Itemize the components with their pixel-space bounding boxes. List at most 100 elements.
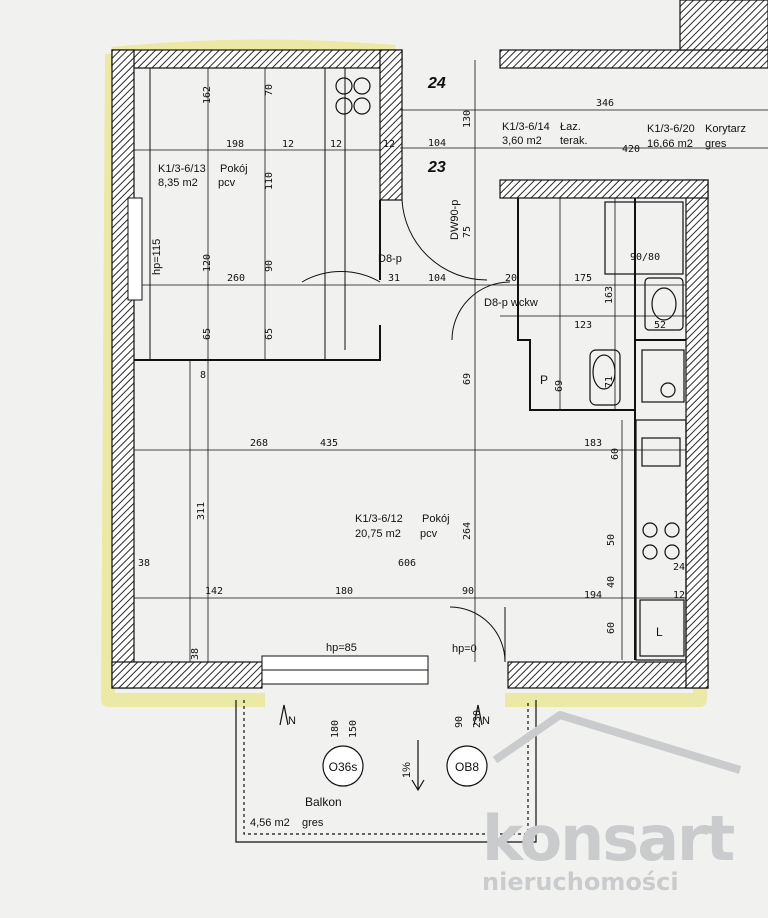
room-name-3: Łaz. bbox=[560, 121, 581, 133]
slope-label: 1% bbox=[401, 762, 413, 778]
dim-text: 123 bbox=[574, 320, 592, 331]
dim-text: 75 bbox=[462, 226, 473, 238]
dim-text: 8 bbox=[200, 370, 206, 381]
dim-text: 268 bbox=[250, 438, 268, 449]
room-name-1: Pokój bbox=[220, 163, 248, 175]
north-label-1: N bbox=[288, 715, 296, 727]
unit-number-23: 23 bbox=[427, 159, 446, 176]
partitions bbox=[134, 68, 686, 660]
dim-text: 162 bbox=[202, 86, 213, 104]
wall-top-right bbox=[499, 49, 768, 69]
dim-text: 60 bbox=[610, 448, 621, 460]
dim-text: 104 bbox=[428, 138, 446, 149]
door-bath bbox=[451, 281, 511, 341]
fridge-label: L bbox=[656, 625, 663, 639]
window-tag-3: hp=0 bbox=[452, 643, 477, 655]
dim-text: 50 bbox=[606, 534, 617, 546]
dim-text: 90 bbox=[454, 716, 465, 728]
dim-text: 31 bbox=[388, 273, 400, 284]
balcony bbox=[235, 700, 537, 843]
room-labels: K1/3-6/13 Pokój 8,35 m2 pcv K1/3-6/12 Po… bbox=[158, 121, 746, 829]
wall-highlight bbox=[101, 39, 707, 707]
north-label-2: N bbox=[482, 715, 490, 727]
room-area-3: 3,60 m2 bbox=[502, 135, 542, 147]
north-arrow-1 bbox=[279, 704, 289, 726]
room-name-5: Balkon bbox=[305, 795, 342, 809]
room-name-2: Pokój bbox=[422, 513, 450, 525]
dim-text: 65 bbox=[264, 328, 275, 340]
door-balcony bbox=[449, 606, 506, 663]
north-arrow-2 bbox=[473, 704, 483, 726]
fridge bbox=[639, 599, 685, 657]
window-tag-1: hp=115 bbox=[151, 239, 163, 275]
wall-bottom-left bbox=[111, 661, 263, 689]
room-floor-2: pcv bbox=[420, 528, 438, 540]
dim-text: 150 bbox=[348, 720, 359, 738]
toilet-cistern bbox=[589, 349, 621, 406]
wall-bottom-right bbox=[507, 661, 709, 689]
dim-text: 142 bbox=[205, 586, 223, 597]
dimension-numbers: 162 70 198 12 12 12 110 120 260 90 65 65… bbox=[138, 84, 685, 738]
dim-text: 420 bbox=[622, 144, 640, 155]
dim-text: 346 bbox=[596, 98, 614, 109]
watermark-brand: konsart bbox=[482, 802, 735, 875]
watermark: konsart nieruchomości bbox=[482, 711, 742, 896]
door-room-small bbox=[301, 271, 381, 283]
dim-text: 180 bbox=[335, 586, 353, 597]
dim-text: 71 bbox=[604, 376, 615, 388]
dimension-lines bbox=[134, 60, 768, 662]
room-floor-1: pcv bbox=[218, 177, 236, 189]
toilet-bowl bbox=[592, 354, 616, 390]
dim-text: 90/80 bbox=[630, 252, 660, 263]
room-code-1: K1/3-6/13 bbox=[158, 163, 206, 175]
door-tag-3: DW90-p bbox=[449, 200, 461, 240]
dim-text: 12 bbox=[282, 139, 294, 150]
dim-text: 198 bbox=[226, 139, 244, 150]
dim-text: 194 bbox=[584, 590, 602, 601]
dim-text: 130 bbox=[462, 110, 473, 128]
watermark-roof-icon bbox=[492, 711, 742, 774]
window-left bbox=[127, 197, 143, 301]
wall-top-corner bbox=[679, 0, 768, 51]
dim-text: 70 bbox=[264, 84, 275, 96]
markers bbox=[322, 745, 488, 787]
kitchen-sink bbox=[641, 437, 681, 467]
wall-left bbox=[111, 49, 135, 689]
dim-text: 69 bbox=[554, 380, 565, 392]
dim-text: 435 bbox=[320, 438, 338, 449]
dim-text: 120 bbox=[202, 254, 213, 272]
doors bbox=[301, 199, 511, 663]
room-area-4: 16,66 m2 bbox=[647, 138, 693, 150]
room-area-5: 4,56 m2 bbox=[250, 817, 290, 829]
window-tag-2: hp=85 bbox=[326, 642, 357, 654]
room-code-4: K1/3-6/20 bbox=[647, 123, 695, 135]
wall-shaft-left bbox=[379, 49, 403, 201]
dim-text: 104 bbox=[428, 273, 446, 284]
wall-bath-top bbox=[499, 179, 709, 199]
door-entrance bbox=[401, 199, 488, 281]
dim-text: 606 bbox=[398, 558, 416, 569]
dim-text: 183 bbox=[584, 438, 602, 449]
shower-tray bbox=[604, 201, 684, 275]
door-tag-2: D8-p wckw bbox=[484, 297, 538, 309]
wall-right bbox=[685, 179, 709, 689]
dim-text: 264 bbox=[462, 522, 473, 540]
washbasin-bowl bbox=[651, 287, 677, 321]
dim-text: 24 bbox=[673, 562, 685, 573]
room-floor-3: terak. bbox=[560, 135, 588, 147]
dim-text: 12 bbox=[330, 139, 342, 150]
marker-circle-1 bbox=[322, 745, 364, 787]
room-area-1: 8,35 m2 bbox=[158, 177, 198, 189]
room-code-3: K1/3-6/14 bbox=[502, 121, 550, 133]
dim-text: 65 bbox=[202, 328, 213, 340]
windows bbox=[127, 197, 429, 685]
dim-text: 20 bbox=[505, 273, 517, 284]
dim-text: 180 bbox=[330, 720, 341, 738]
watermark-sub: nieruchomości bbox=[482, 868, 679, 896]
room-floor-5: gres bbox=[302, 817, 324, 829]
dim-text: 175 bbox=[574, 273, 592, 284]
washbasin bbox=[644, 277, 684, 331]
room-name-4: Korytarz bbox=[705, 123, 746, 135]
dim-text: 60 bbox=[606, 622, 617, 634]
door-tag-1: D8-p bbox=[378, 253, 402, 265]
